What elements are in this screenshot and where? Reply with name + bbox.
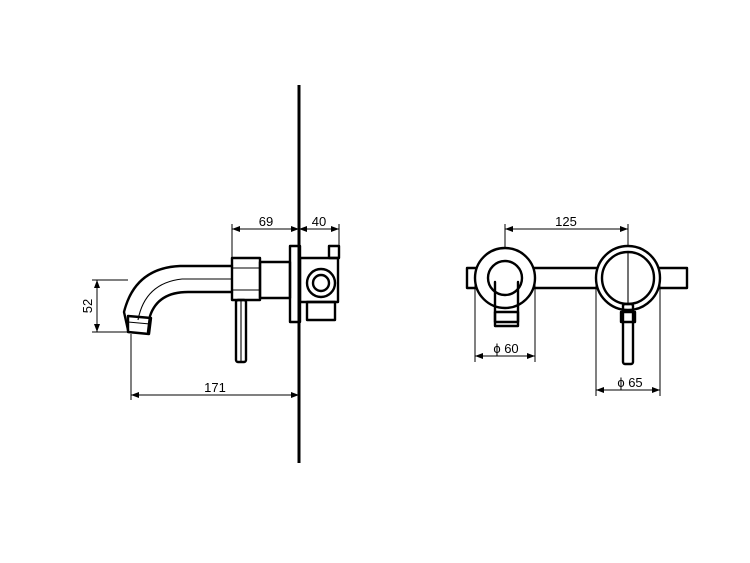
left-rosette xyxy=(473,246,537,310)
front-spout xyxy=(493,280,520,324)
dim-label-phi-60: ϕ 60 xyxy=(493,341,518,356)
valve-ring-outer xyxy=(305,267,337,299)
valve-box xyxy=(298,256,340,304)
valve-outlet xyxy=(305,300,337,322)
dim-label-phi-65: ϕ 65 xyxy=(617,375,642,390)
side-view: 69 40 52 171 xyxy=(80,85,341,463)
dim-label-125: 125 xyxy=(555,214,577,229)
spout-outline xyxy=(122,264,234,332)
dim-label-69: 69 xyxy=(259,214,273,229)
spout-outlet xyxy=(126,314,153,336)
front-plate-bar xyxy=(465,266,689,290)
front-view: 125 ϕ 60 ϕ 65 xyxy=(465,214,689,396)
front-lever-handle xyxy=(621,302,635,366)
valve-ring-inner xyxy=(311,273,331,293)
dim-label-171: 171 xyxy=(204,380,226,395)
mixer-collar xyxy=(258,260,292,300)
front-spout-outlet xyxy=(493,310,520,328)
spout-inner-curve xyxy=(137,278,183,321)
dim-label-52: 52 xyxy=(80,299,95,313)
spout-inner-outline xyxy=(146,290,234,334)
left-rosette-inner xyxy=(486,259,524,297)
valve-top-cap xyxy=(327,244,341,260)
mixer-body xyxy=(230,256,262,302)
dim-label-40: 40 xyxy=(312,214,326,229)
